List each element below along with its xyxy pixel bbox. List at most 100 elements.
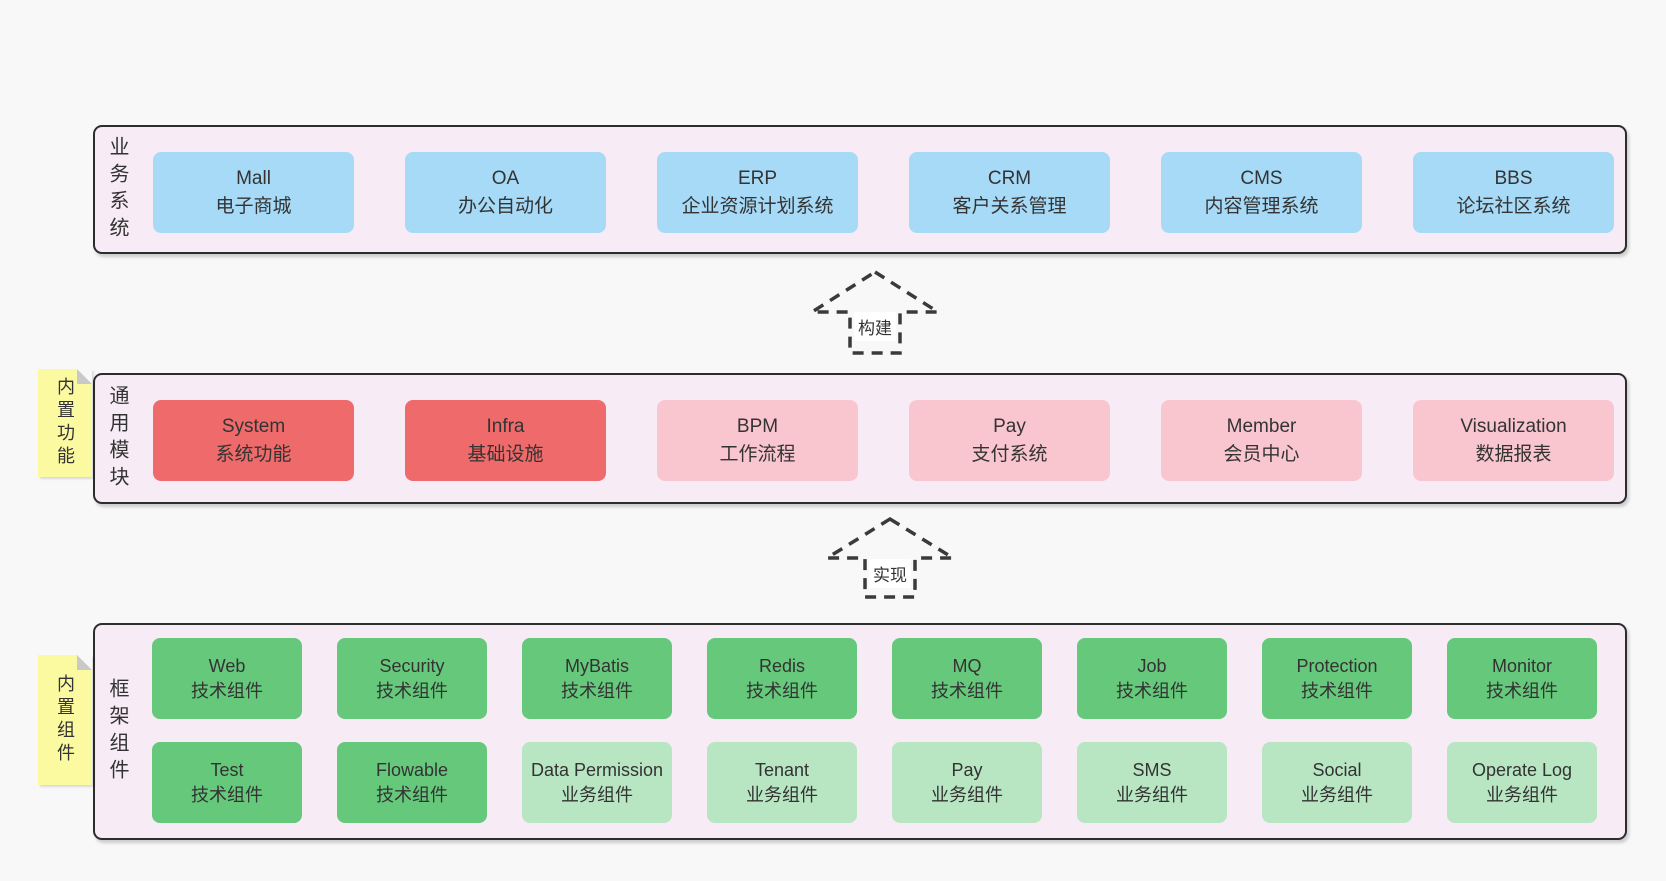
box-subtitle: 业务组件 — [1301, 784, 1373, 805]
component-box-web: Web 技术组件 — [152, 638, 302, 719]
component-box-mybatis: MyBatis 技术组件 — [522, 638, 672, 719]
business-systems-row: Mall 电子商城 OA 办公自动化 ERP 企业资源计划系统 CRM 客户关系… — [153, 152, 1614, 233]
component-box-protection: Protection 技术组件 — [1262, 638, 1412, 719]
component-box-security: Security 技术组件 — [337, 638, 487, 719]
box-title: ERP — [737, 167, 778, 189]
common-modules-label: 通用模块 — [106, 384, 128, 493]
component-box-operate-log: Operate Log 业务组件 — [1447, 742, 1597, 823]
box-title: Flowable — [375, 760, 449, 781]
component-box-monitor: Monitor 技术组件 — [1447, 638, 1597, 719]
box-subtitle: 业务组件 — [931, 784, 1003, 805]
box-subtitle: 业务组件 — [1486, 784, 1558, 805]
common-modules-row: System 系统功能 Infra 基础设施 BPM 工作流程 Pay 支付系统… — [153, 400, 1614, 481]
box-subtitle: 办公自动化 — [457, 195, 553, 217]
system-box-crm: CRM 客户关系管理 — [909, 152, 1110, 233]
box-subtitle: 业务组件 — [561, 784, 633, 805]
module-box-member: Member 会员中心 — [1161, 400, 1362, 481]
box-title: System — [221, 415, 286, 437]
box-subtitle: 系统功能 — [215, 443, 292, 465]
box-title: Member — [1226, 415, 1297, 437]
box-subtitle: 技术组件 — [191, 784, 263, 805]
component-box-data-permission: Data Permission 业务组件 — [522, 742, 672, 823]
box-title: Tenant — [754, 760, 810, 781]
framework-components-row-2: Test 技术组件 Flowable 技术组件 Data Permission … — [152, 742, 1597, 823]
common-modules-container: 通用模块 System 系统功能 Infra 基础设施 BPM 工作流程 Pay… — [93, 373, 1627, 504]
box-subtitle: 技术组件 — [1301, 680, 1373, 701]
builtin-components-note: 内置组件 — [38, 655, 92, 785]
box-subtitle: 技术组件 — [746, 680, 818, 701]
framework-components-row-1: Web 技术组件 Security 技术组件 MyBatis 技术组件 Redi… — [152, 638, 1597, 719]
box-title: CRM — [987, 167, 1032, 189]
component-box-flowable: Flowable 技术组件 — [337, 742, 487, 823]
box-subtitle: 客户关系管理 — [952, 195, 1067, 217]
business-systems-label: 业务系统 — [106, 135, 128, 244]
box-title: MyBatis — [564, 656, 629, 677]
box-title: Visualization — [1460, 415, 1567, 437]
box-subtitle: 技术组件 — [376, 784, 448, 805]
component-box-social: Social 业务组件 — [1262, 742, 1412, 823]
box-title: Infra — [486, 415, 525, 437]
box-subtitle: 基础设施 — [467, 443, 544, 465]
box-title: Operate Log — [1471, 760, 1573, 781]
box-subtitle: 会员中心 — [1223, 443, 1300, 465]
component-box-redis: Redis 技术组件 — [707, 638, 857, 719]
framework-components-container: 框架组件 Web 技术组件 Security 技术组件 MyBatis 技术组件… — [93, 623, 1627, 840]
box-title: SMS — [1132, 760, 1172, 781]
box-subtitle: 企业资源计划系统 — [681, 195, 834, 217]
framework-components-label: 框架组件 — [106, 677, 128, 786]
box-subtitle: 工作流程 — [719, 443, 796, 465]
builtin-components-note-text: 内置组件 — [55, 674, 75, 766]
system-box-oa: OA 办公自动化 — [405, 152, 606, 233]
box-title: Redis — [758, 656, 806, 677]
component-box-sms: SMS 业务组件 — [1077, 742, 1227, 823]
box-title: Pay — [951, 760, 983, 781]
business-systems-container: 业务系统 Mall 电子商城 OA 办公自动化 ERP 企业资源计划系统 CRM… — [93, 125, 1627, 254]
box-title: Job — [1137, 656, 1167, 677]
box-title: Web — [208, 656, 246, 677]
box-subtitle: 技术组件 — [191, 680, 263, 701]
box-title: Social — [1312, 760, 1362, 781]
implement-arrow-label: 实现 — [869, 559, 911, 588]
box-title: Data Permission — [530, 760, 664, 781]
box-subtitle: 业务组件 — [746, 784, 818, 805]
build-arrow: 构建 — [808, 268, 942, 356]
module-box-visualization: Visualization 数据报表 — [1413, 400, 1614, 481]
box-title: Monitor — [1491, 656, 1553, 677]
component-box-job: Job 技术组件 — [1077, 638, 1227, 719]
box-subtitle: 数据报表 — [1475, 443, 1552, 465]
box-subtitle: 论坛社区系统 — [1456, 195, 1571, 217]
component-box-pay: Pay 业务组件 — [892, 742, 1042, 823]
system-box-cms: CMS 内容管理系统 — [1161, 152, 1362, 233]
box-title: Mall — [236, 167, 271, 189]
system-box-bbs: BBS 论坛社区系统 — [1413, 152, 1614, 233]
module-box-system: System 系统功能 — [153, 400, 354, 481]
box-subtitle: 电子商城 — [215, 195, 292, 217]
box-title: OA — [491, 167, 520, 189]
folded-corner-icon — [77, 655, 92, 670]
builtin-features-note-text: 内置功能 — [55, 377, 75, 469]
box-title: MQ — [952, 656, 982, 677]
builtin-features-note: 内置功能 — [38, 369, 92, 477]
box-subtitle: 技术组件 — [376, 680, 448, 701]
module-box-bpm: BPM 工作流程 — [657, 400, 858, 481]
box-subtitle: 技术组件 — [561, 680, 633, 701]
module-box-infra: Infra 基础设施 — [405, 400, 606, 481]
box-title: Security — [379, 656, 445, 677]
box-title: Test — [210, 760, 244, 781]
up-arrow-icon — [808, 269, 942, 355]
box-subtitle: 技术组件 — [1116, 680, 1188, 701]
box-title: BPM — [736, 415, 779, 437]
box-subtitle: 支付系统 — [971, 443, 1048, 465]
up-arrow-icon — [823, 516, 957, 599]
system-box-mall: Mall 电子商城 — [153, 152, 354, 233]
box-subtitle: 技术组件 — [1486, 680, 1558, 701]
system-box-erp: ERP 企业资源计划系统 — [657, 152, 858, 233]
module-box-pay: Pay 支付系统 — [909, 400, 1110, 481]
box-subtitle: 技术组件 — [931, 680, 1003, 701]
box-title: CMS — [1240, 167, 1283, 189]
implement-arrow: 实现 — [823, 515, 957, 600]
box-title: Pay — [993, 415, 1026, 437]
component-box-mq: MQ 技术组件 — [892, 638, 1042, 719]
box-title: BBS — [1494, 167, 1533, 189]
